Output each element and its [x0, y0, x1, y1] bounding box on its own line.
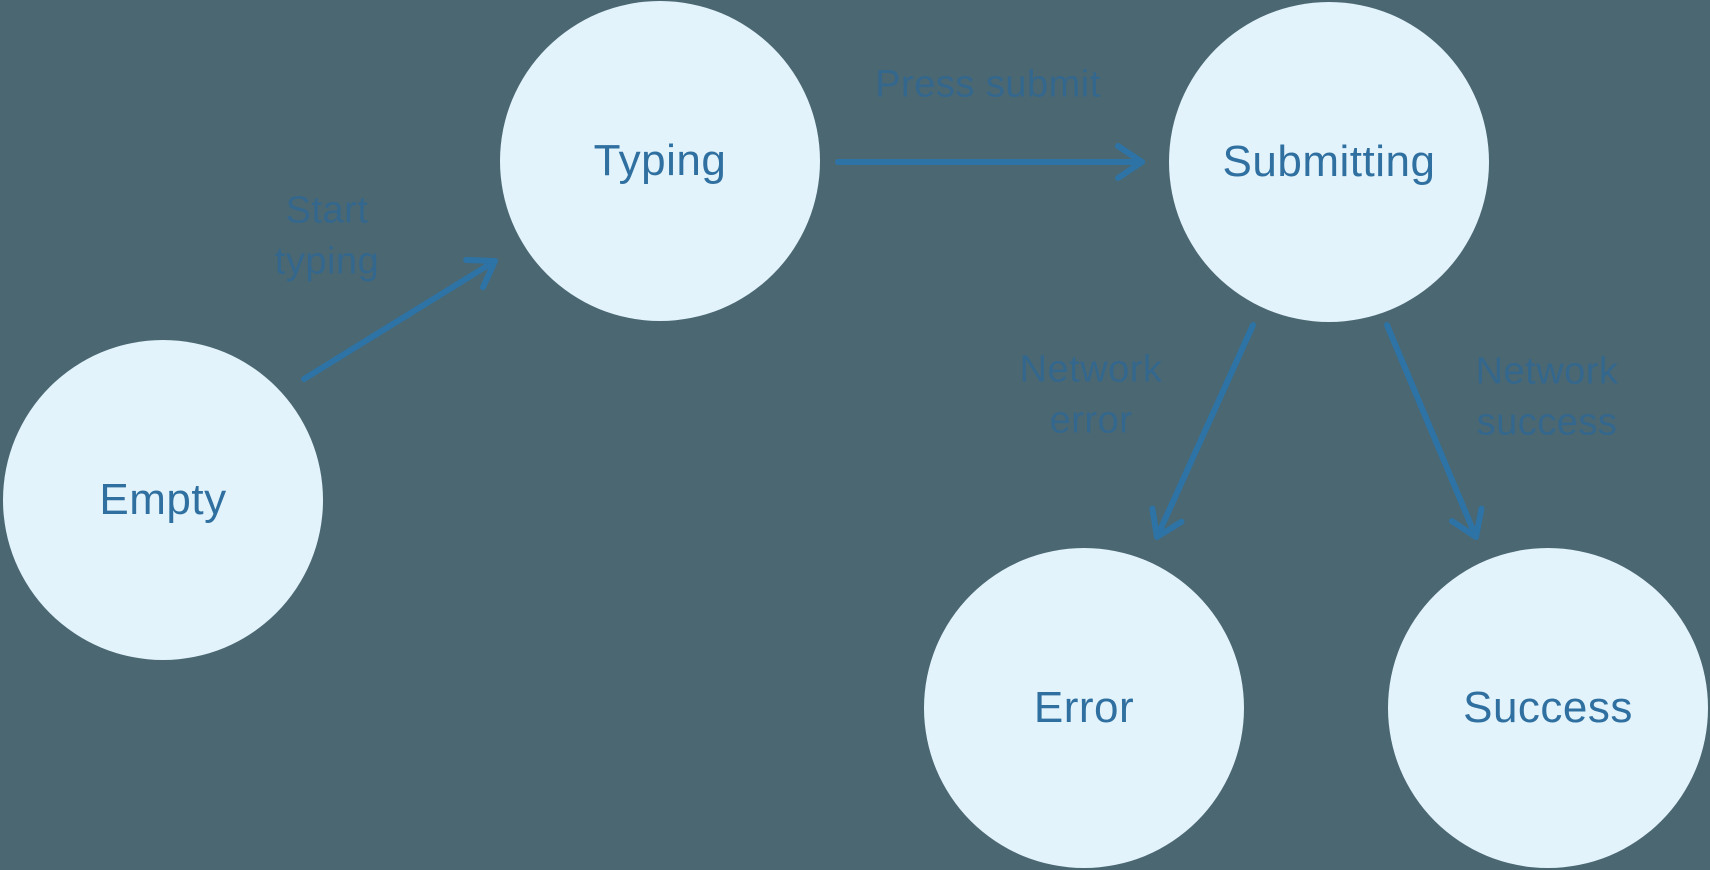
state-label-error: Error: [1033, 683, 1135, 732]
transition-arrow-submitting-error: [1149, 322, 1256, 540]
transition-arrow-empty-typing: [301, 257, 498, 382]
state-node-empty: Empty: [3, 340, 323, 660]
state-label-typing: Typing: [593, 136, 727, 185]
state-label-empty: Empty: [99, 475, 227, 524]
transition-label-network-success: Network success: [1475, 350, 1619, 444]
transition-label-start-typing: Start typing: [274, 189, 380, 283]
state-node-success: Success: [1388, 548, 1708, 868]
state-node-typing: Typing: [500, 1, 820, 321]
state-node-submitting: Submitting: [1169, 2, 1489, 322]
state-node-error: Error: [924, 548, 1244, 868]
transition-arrow-submitting-success: [1384, 322, 1485, 540]
state-label-submitting: Submitting: [1222, 137, 1436, 186]
state-label-success: Success: [1463, 683, 1633, 732]
transition-label-network-error: Network error: [1019, 348, 1163, 442]
transition-label-press-submit: Press submit: [875, 63, 1101, 106]
